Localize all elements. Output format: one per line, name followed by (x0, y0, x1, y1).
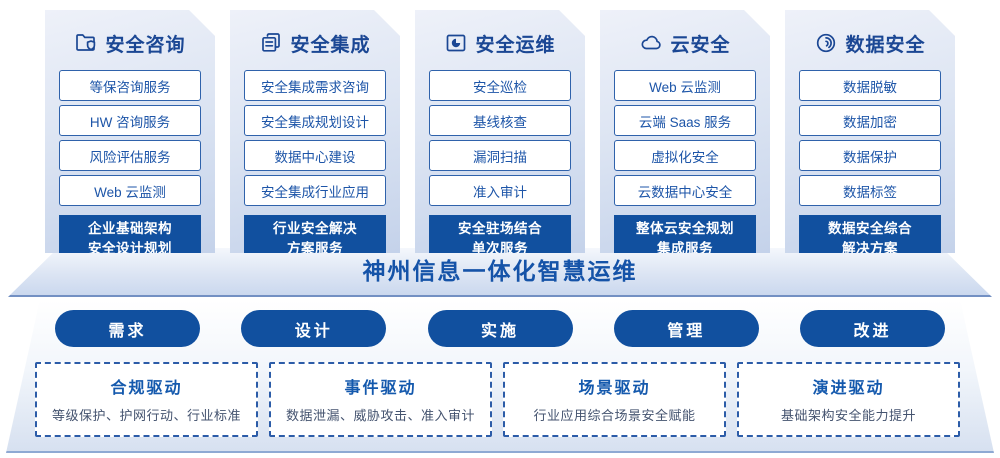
service-item: 漏洞扫描 (429, 140, 571, 171)
service-item: Web 云监测 (59, 175, 201, 206)
fingerprint-icon (814, 31, 838, 55)
service-item: 安全集成规划设计 (244, 105, 386, 136)
service-item: 数据标签 (799, 175, 941, 206)
driver-scenario: 场景驱动 行业应用综合场景安全赋能 (503, 362, 726, 437)
column-header: 云安全 (604, 30, 766, 56)
service-item: 数据保护 (799, 140, 941, 171)
service-item: 基线核查 (429, 105, 571, 136)
folder-pie-icon (444, 31, 468, 55)
process-step-demand: 需求 (55, 310, 200, 347)
column-security-integration: 安全集成 安全集成需求咨询 安全集成规划设计 数据中心建设 安全集成行业应用 行… (230, 10, 400, 253)
column-data-security: 数据安全 数据脱敏 数据加密 数据保护 数据标签 数据安全综合 解决方案 (785, 10, 955, 253)
service-item: 等保咨询服务 (59, 70, 201, 101)
banner-bottom-edge (8, 295, 992, 297)
driver-desc: 基础架构安全能力提升 (780, 408, 916, 423)
service-item: 云端 Saas 服务 (614, 105, 756, 136)
service-item: 数据脱敏 (799, 70, 941, 101)
column-title: 数据安全 (845, 34, 926, 56)
process-step-improvement: 改进 (800, 310, 945, 347)
process-step-management: 管理 (613, 310, 759, 347)
service-item: 数据加密 (799, 105, 941, 136)
driver-boxes: 合规驱动 等级保护、护网行动、行业标准 事件驱动 数据泄漏、威胁攻击、准入审计 … (35, 362, 960, 437)
banner-platform: 神州信息一体化智慧运维 (8, 248, 992, 297)
folder-shield-icon (74, 31, 98, 55)
driver-desc: 数据泄漏、威胁攻击、准入审计 (285, 408, 475, 423)
driver-title: 事件驱动 (344, 380, 417, 397)
service-item: HW 咨询服务 (59, 105, 201, 136)
column-security-consulting: 安全咨询 等保咨询服务 HW 咨询服务 风险评估服务 Web 云监测 企业基础架… (45, 10, 215, 253)
column-header: 安全集成 (234, 30, 396, 56)
service-item: 风险评估服务 (59, 140, 201, 171)
platform-bottom-edge (6, 451, 994, 453)
driver-compliance: 合规驱动 等级保护、护网行动、行业标准 (35, 362, 258, 437)
documents-copy-icon (259, 31, 283, 55)
cloud-icon (639, 31, 663, 55)
driver-title: 合规驱动 (110, 380, 183, 397)
service-item: 数据中心建设 (244, 140, 386, 171)
process-step-implementation: 实施 (427, 310, 573, 347)
service-item: Web 云监测 (614, 70, 756, 101)
driver-desc: 等级保护、护网行动、行业标准 (51, 408, 241, 423)
driver-desc: 行业应用综合场景安全赋能 (533, 408, 696, 423)
service-columns: 安全咨询 等保咨询服务 HW 咨询服务 风险评估服务 Web 云监测 企业基础架… (45, 10, 955, 253)
column-title: 安全运维 (475, 34, 556, 56)
driver-title: 场景驱动 (578, 380, 651, 397)
column-title: 安全集成 (290, 34, 371, 56)
driver-title: 演进驱动 (812, 380, 885, 397)
column-header: 数据安全 (789, 30, 951, 56)
service-item: 安全巡检 (429, 70, 571, 101)
column-cloud-security: 云安全 Web 云监测 云端 Saas 服务 虚拟化安全 云数据中心安全 整体云… (600, 10, 770, 253)
service-item: 准入审计 (429, 175, 571, 206)
column-title: 云安全 (670, 34, 731, 56)
driver-incident: 事件驱动 数据泄漏、威胁攻击、准入审计 (269, 362, 492, 437)
service-item: 安全集成需求咨询 (244, 70, 386, 101)
column-header: 安全咨询 (49, 30, 211, 56)
column-header: 安全运维 (419, 30, 581, 56)
process-step-design: 设计 (241, 310, 387, 347)
driver-evolution: 演进驱动 基础架构安全能力提升 (737, 362, 960, 437)
service-item: 虚拟化安全 (614, 140, 756, 171)
service-item: 云数据中心安全 (614, 175, 756, 206)
process-steps: 需求 设计 实施 管理 改进 (55, 310, 945, 347)
column-security-operations: 安全运维 安全巡检 基线核查 漏洞扫描 准入审计 安全驻场结合 单次服务 (415, 10, 585, 253)
banner-title: 神州信息一体化智慧运维 (362, 258, 638, 284)
column-title: 安全咨询 (105, 34, 186, 56)
service-item: 安全集成行业应用 (244, 175, 386, 206)
